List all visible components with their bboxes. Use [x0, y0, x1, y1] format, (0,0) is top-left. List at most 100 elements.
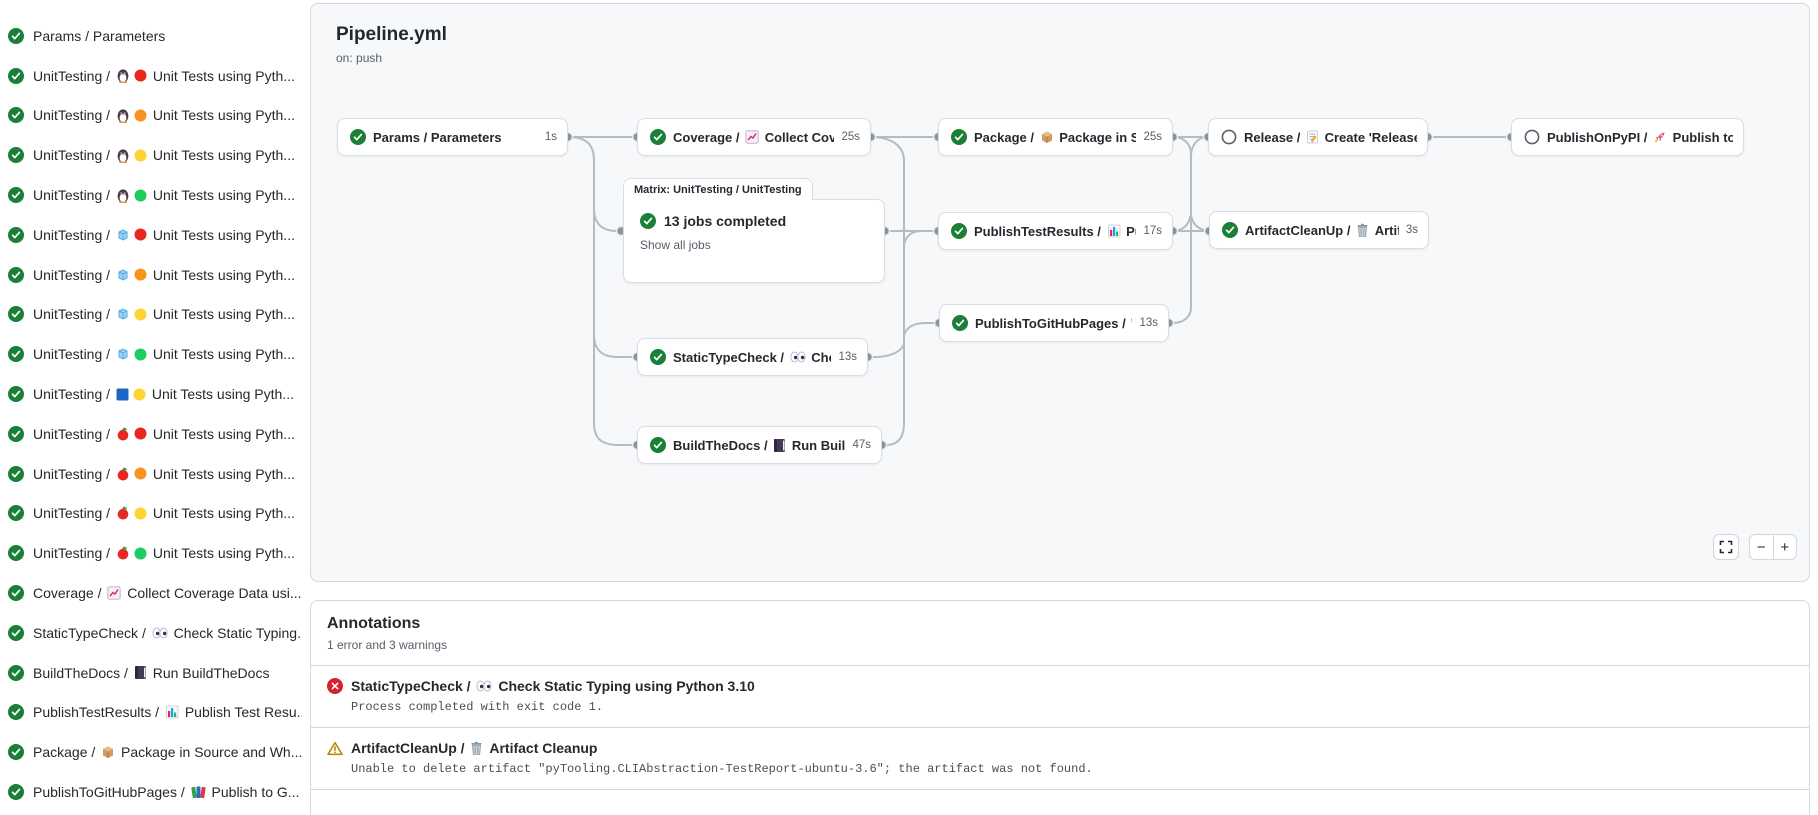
- eyes-icon: [152, 627, 168, 639]
- sidebar-item-6-unittesting[interactable]: UnitTesting / Unit Tests using Pyth...: [0, 255, 302, 295]
- sidebar-item-4-unittesting[interactable]: UnitTesting / Unit Tests using Pyth...: [0, 175, 302, 215]
- ice-cube-icon: [116, 347, 130, 361]
- apple-icon: [116, 506, 130, 520]
- zoom-in-button[interactable]: +: [1774, 535, 1797, 559]
- check-circle-icon: [8, 346, 24, 362]
- graph-node-coverage[interactable]: Coverage / Collect Cove...25s: [637, 118, 871, 156]
- sidebar-item-17-publishtestresults[interactable]: PublishTestResults / Publish Test Resu..…: [0, 693, 302, 733]
- sidebar-item-10-unittesting[interactable]: UnitTesting / Unit Tests using Pyth...: [0, 414, 302, 454]
- skipped-circle-icon: [1524, 129, 1540, 145]
- annotation-message: Process completed with exit code 1.: [351, 700, 1793, 714]
- sidebar-item-label: PublishToGitHubPages / Publish to G...: [33, 784, 299, 800]
- check-circle-icon: [350, 129, 366, 145]
- sidebar-item-label: BuildTheDocs / Run BuildTheDocs: [33, 665, 269, 681]
- error-icon: [327, 678, 343, 694]
- sidebar-item-label: UnitTesting / Unit Tests using Pyth...: [33, 505, 295, 521]
- workflow-file-title: Pipeline.yml: [336, 24, 447, 46]
- sidebar-item-12-unittesting[interactable]: UnitTesting / Unit Tests using Pyth...: [0, 494, 302, 534]
- check-circle-icon: [8, 505, 24, 521]
- annotation-row-error: StaticTypeCheck / Check Static Typing us…: [311, 665, 1809, 727]
- zoom-out-button[interactable]: −: [1750, 535, 1774, 559]
- graph-node-label: ArtifactCleanUp / Artifac...: [1245, 223, 1399, 238]
- workflow-edges: [311, 4, 1811, 583]
- sidebar-item-label: PublishTestResults / Publish Test Resu..…: [33, 704, 302, 720]
- graph-node-publishtestresults[interactable]: PublishTestResults / Pu...17s: [938, 212, 1173, 250]
- penguin-icon: [116, 148, 130, 163]
- sidebar-item-label: UnitTesting / Unit Tests using Pyth...: [33, 466, 295, 482]
- fullscreen-icon: [1719, 540, 1733, 554]
- apple-icon: [116, 427, 130, 441]
- eyes-icon: [476, 680, 492, 692]
- graph-node-artifactcleanup[interactable]: ArtifactCleanUp / Artifac...3s: [1209, 211, 1429, 249]
- sidebar-item-3-unittesting[interactable]: UnitTesting / Unit Tests using Pyth...: [0, 135, 302, 175]
- graph-node-duration: 47s: [852, 439, 871, 451]
- sidebar-item-label: StaticTypeCheck / Check Static Typing...: [33, 625, 302, 641]
- sidebar-item-13-unittesting[interactable]: UnitTesting / Unit Tests using Pyth...: [0, 533, 302, 573]
- graph-node-publishtogithubpages[interactable]: PublishToGitHubPages / ...13s: [939, 304, 1169, 342]
- circle-green-icon: [134, 348, 147, 361]
- check-circle-icon: [8, 68, 24, 84]
- annotation-title-link[interactable]: StaticTypeCheck / Check Static Typing us…: [327, 678, 755, 694]
- package-icon: [101, 745, 115, 759]
- sidebar-item-0-params[interactable]: Params / Parameters: [0, 16, 302, 56]
- circle-yellow-icon: [133, 388, 146, 401]
- sidebar-item-2-unittesting[interactable]: UnitTesting / Unit Tests using Pyth...: [0, 96, 302, 136]
- graph-node-params[interactable]: Params / Parameters1s: [337, 118, 568, 156]
- annotations-summary: 1 error and 3 warnings: [327, 638, 1793, 652]
- ice-cube-icon: [116, 228, 130, 242]
- check-circle-icon: [8, 306, 24, 322]
- sidebar-item-9-unittesting[interactable]: UnitTesting / Unit Tests using Pyth...: [0, 374, 302, 414]
- check-circle-icon: [650, 349, 666, 365]
- skipped-circle-icon: [1221, 129, 1237, 145]
- books-icon: [191, 785, 206, 799]
- check-circle-icon: [951, 223, 967, 239]
- workflow-trigger: on: push: [336, 51, 382, 65]
- sidebar-item-5-unittesting[interactable]: UnitTesting / Unit Tests using Pyth...: [0, 215, 302, 255]
- fullscreen-button[interactable]: [1713, 534, 1739, 560]
- matrix-jobs-summary: 13 jobs completed: [664, 213, 786, 229]
- graph-node-buildthedocs[interactable]: BuildTheDocs / Run Buil... 47s: [637, 426, 882, 464]
- zoom-controls: − +: [1749, 534, 1797, 560]
- matrix-group-tab: Matrix: UnitTesting / UnitTesting: [623, 178, 813, 200]
- sidebar-item-11-unittesting[interactable]: UnitTesting / Unit Tests using Pyth...: [0, 454, 302, 494]
- ice-cube-icon: [116, 307, 130, 321]
- bar-chart-icon: [165, 705, 179, 719]
- check-circle-icon: [8, 147, 24, 163]
- circle-yellow-icon: [134, 308, 147, 321]
- sidebar-item-14-coverage[interactable]: Coverage / Collect Coverage Data usi...: [0, 573, 302, 613]
- sidebar-item-label: Package / Package in Source and Wh...: [33, 744, 302, 760]
- show-all-jobs-link[interactable]: Show all jobs: [640, 238, 711, 252]
- sidebar-item-label: Params / Parameters: [33, 28, 165, 44]
- sidebar-item-label: UnitTesting / Unit Tests using Pyth...: [33, 386, 294, 402]
- sidebar-item-19-publishtogithubpages[interactable]: PublishToGitHubPages / Publish to G...: [0, 772, 302, 812]
- sidebar-item-18-package[interactable]: Package / Package in Source and Wh...: [0, 732, 302, 772]
- sidebar-item-8-unittesting[interactable]: UnitTesting / Unit Tests using Pyth...: [0, 334, 302, 374]
- check-circle-icon: [8, 187, 24, 203]
- graph-node-package[interactable]: Package / Package in So... 25s: [938, 118, 1173, 156]
- graph-node-statictypecheck[interactable]: StaticTypeCheck / Chec...13s: [637, 338, 868, 376]
- check-circle-icon: [8, 665, 24, 681]
- eyes-icon: [790, 351, 806, 363]
- sidebar-item-1-unittesting[interactable]: UnitTesting / Unit Tests using Pyth...: [0, 56, 302, 96]
- sidebar-item-7-unittesting[interactable]: UnitTesting / Unit Tests using Pyth...: [0, 295, 302, 335]
- circle-red-icon: [134, 228, 147, 241]
- graph-node-duration: 25s: [1143, 131, 1162, 143]
- graph-node-publishonpypi[interactable]: PublishOnPyPI / Publish to ...: [1511, 118, 1744, 156]
- graph-node-label: Package / Package in So...: [974, 130, 1136, 145]
- annotation-title-link[interactable]: ArtifactCleanUp / Artifact Cleanup: [327, 740, 597, 756]
- sidebar-item-label: UnitTesting / Unit Tests using Pyth...: [33, 346, 295, 362]
- circle-red-icon: [134, 427, 147, 440]
- workflow-graph-panel: Pipeline.yml on: push Params / Parameter…: [310, 3, 1810, 582]
- graph-node-label: Coverage / Collect Cove...: [673, 130, 834, 145]
- blue-square-icon: [116, 388, 129, 401]
- penguin-icon: [116, 108, 130, 123]
- check-circle-icon: [8, 267, 24, 283]
- sidebar-item-16-buildthedocs[interactable]: BuildTheDocs / Run BuildTheDocs: [0, 653, 302, 693]
- sidebar-item-15-statictypecheck[interactable]: StaticTypeCheck / Check Static Typing...: [0, 613, 302, 653]
- memo-icon: [1306, 130, 1319, 144]
- apple-icon: [116, 546, 130, 560]
- jobs-sidebar: Params / ParametersUnitTesting / Unit Te…: [0, 0, 302, 812]
- graph-node-release[interactable]: Release / Create 'Release P...: [1208, 118, 1428, 156]
- rocket-icon: [1653, 130, 1667, 144]
- graph-node-label: BuildTheDocs / Run Buil...: [673, 438, 845, 453]
